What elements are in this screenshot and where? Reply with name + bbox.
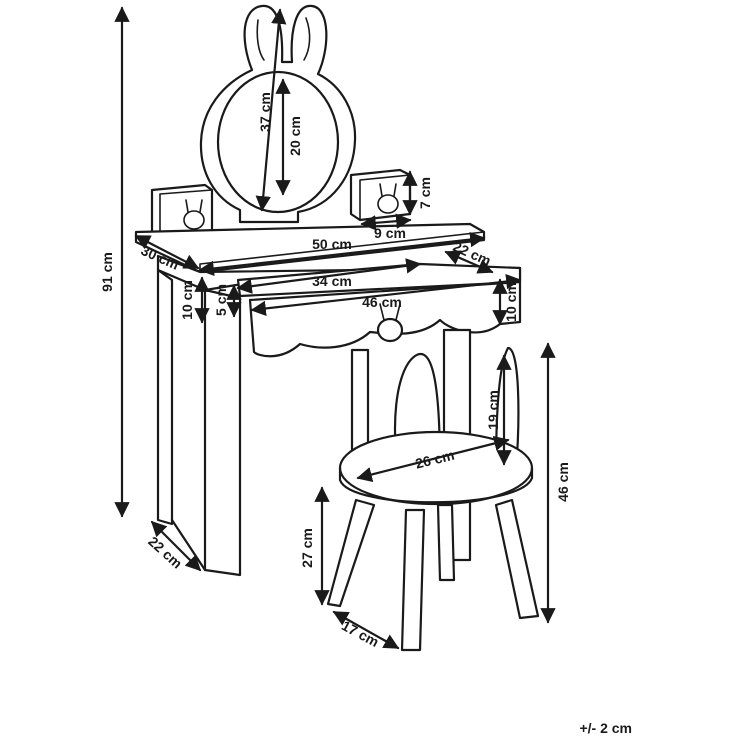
label-mirror-inner-height: 20 cm: [287, 116, 303, 156]
label-drawer-front-height: 10 cm: [503, 282, 519, 322]
label-total-height: 91 cm: [99, 252, 115, 292]
front-left-leg: [156, 268, 174, 526]
label-apron-height: 10 cm: [179, 280, 195, 320]
label-mirror-outer-height: 37 cm: [257, 92, 273, 132]
stool-leg-2: [400, 508, 426, 652]
bunny-face-icon: [183, 199, 205, 230]
right-cup: [349, 168, 412, 222]
label-backrest-height: 19 cm: [485, 390, 501, 430]
stool-leg-1: [326, 498, 376, 608]
label-drawer-inner-width: 34 cm: [312, 273, 352, 289]
label-drawer-inner-height: 5 cm: [213, 284, 229, 316]
label-table-width: 50 cm: [312, 236, 352, 252]
label-table-leg-depth: 22 cm: [145, 533, 185, 571]
label-cup-width: 9 cm: [374, 225, 406, 241]
label-stool-height: 46 cm: [555, 462, 571, 502]
stool-leg-3: [494, 498, 540, 620]
bunny-face-icon: [377, 183, 399, 214]
label-drawer-front-width: 46 cm: [362, 294, 402, 310]
tolerance-note: +/- 2 cm: [579, 720, 632, 736]
stool-leg-4: [436, 503, 456, 582]
label-leg-height: 27 cm: [299, 528, 315, 568]
label-stool-base: 17 cm: [339, 617, 382, 650]
dimension-lines: [114, 6, 556, 650]
label-cup-height: 7 cm: [417, 177, 433, 209]
front-right-leg: [203, 288, 242, 577]
